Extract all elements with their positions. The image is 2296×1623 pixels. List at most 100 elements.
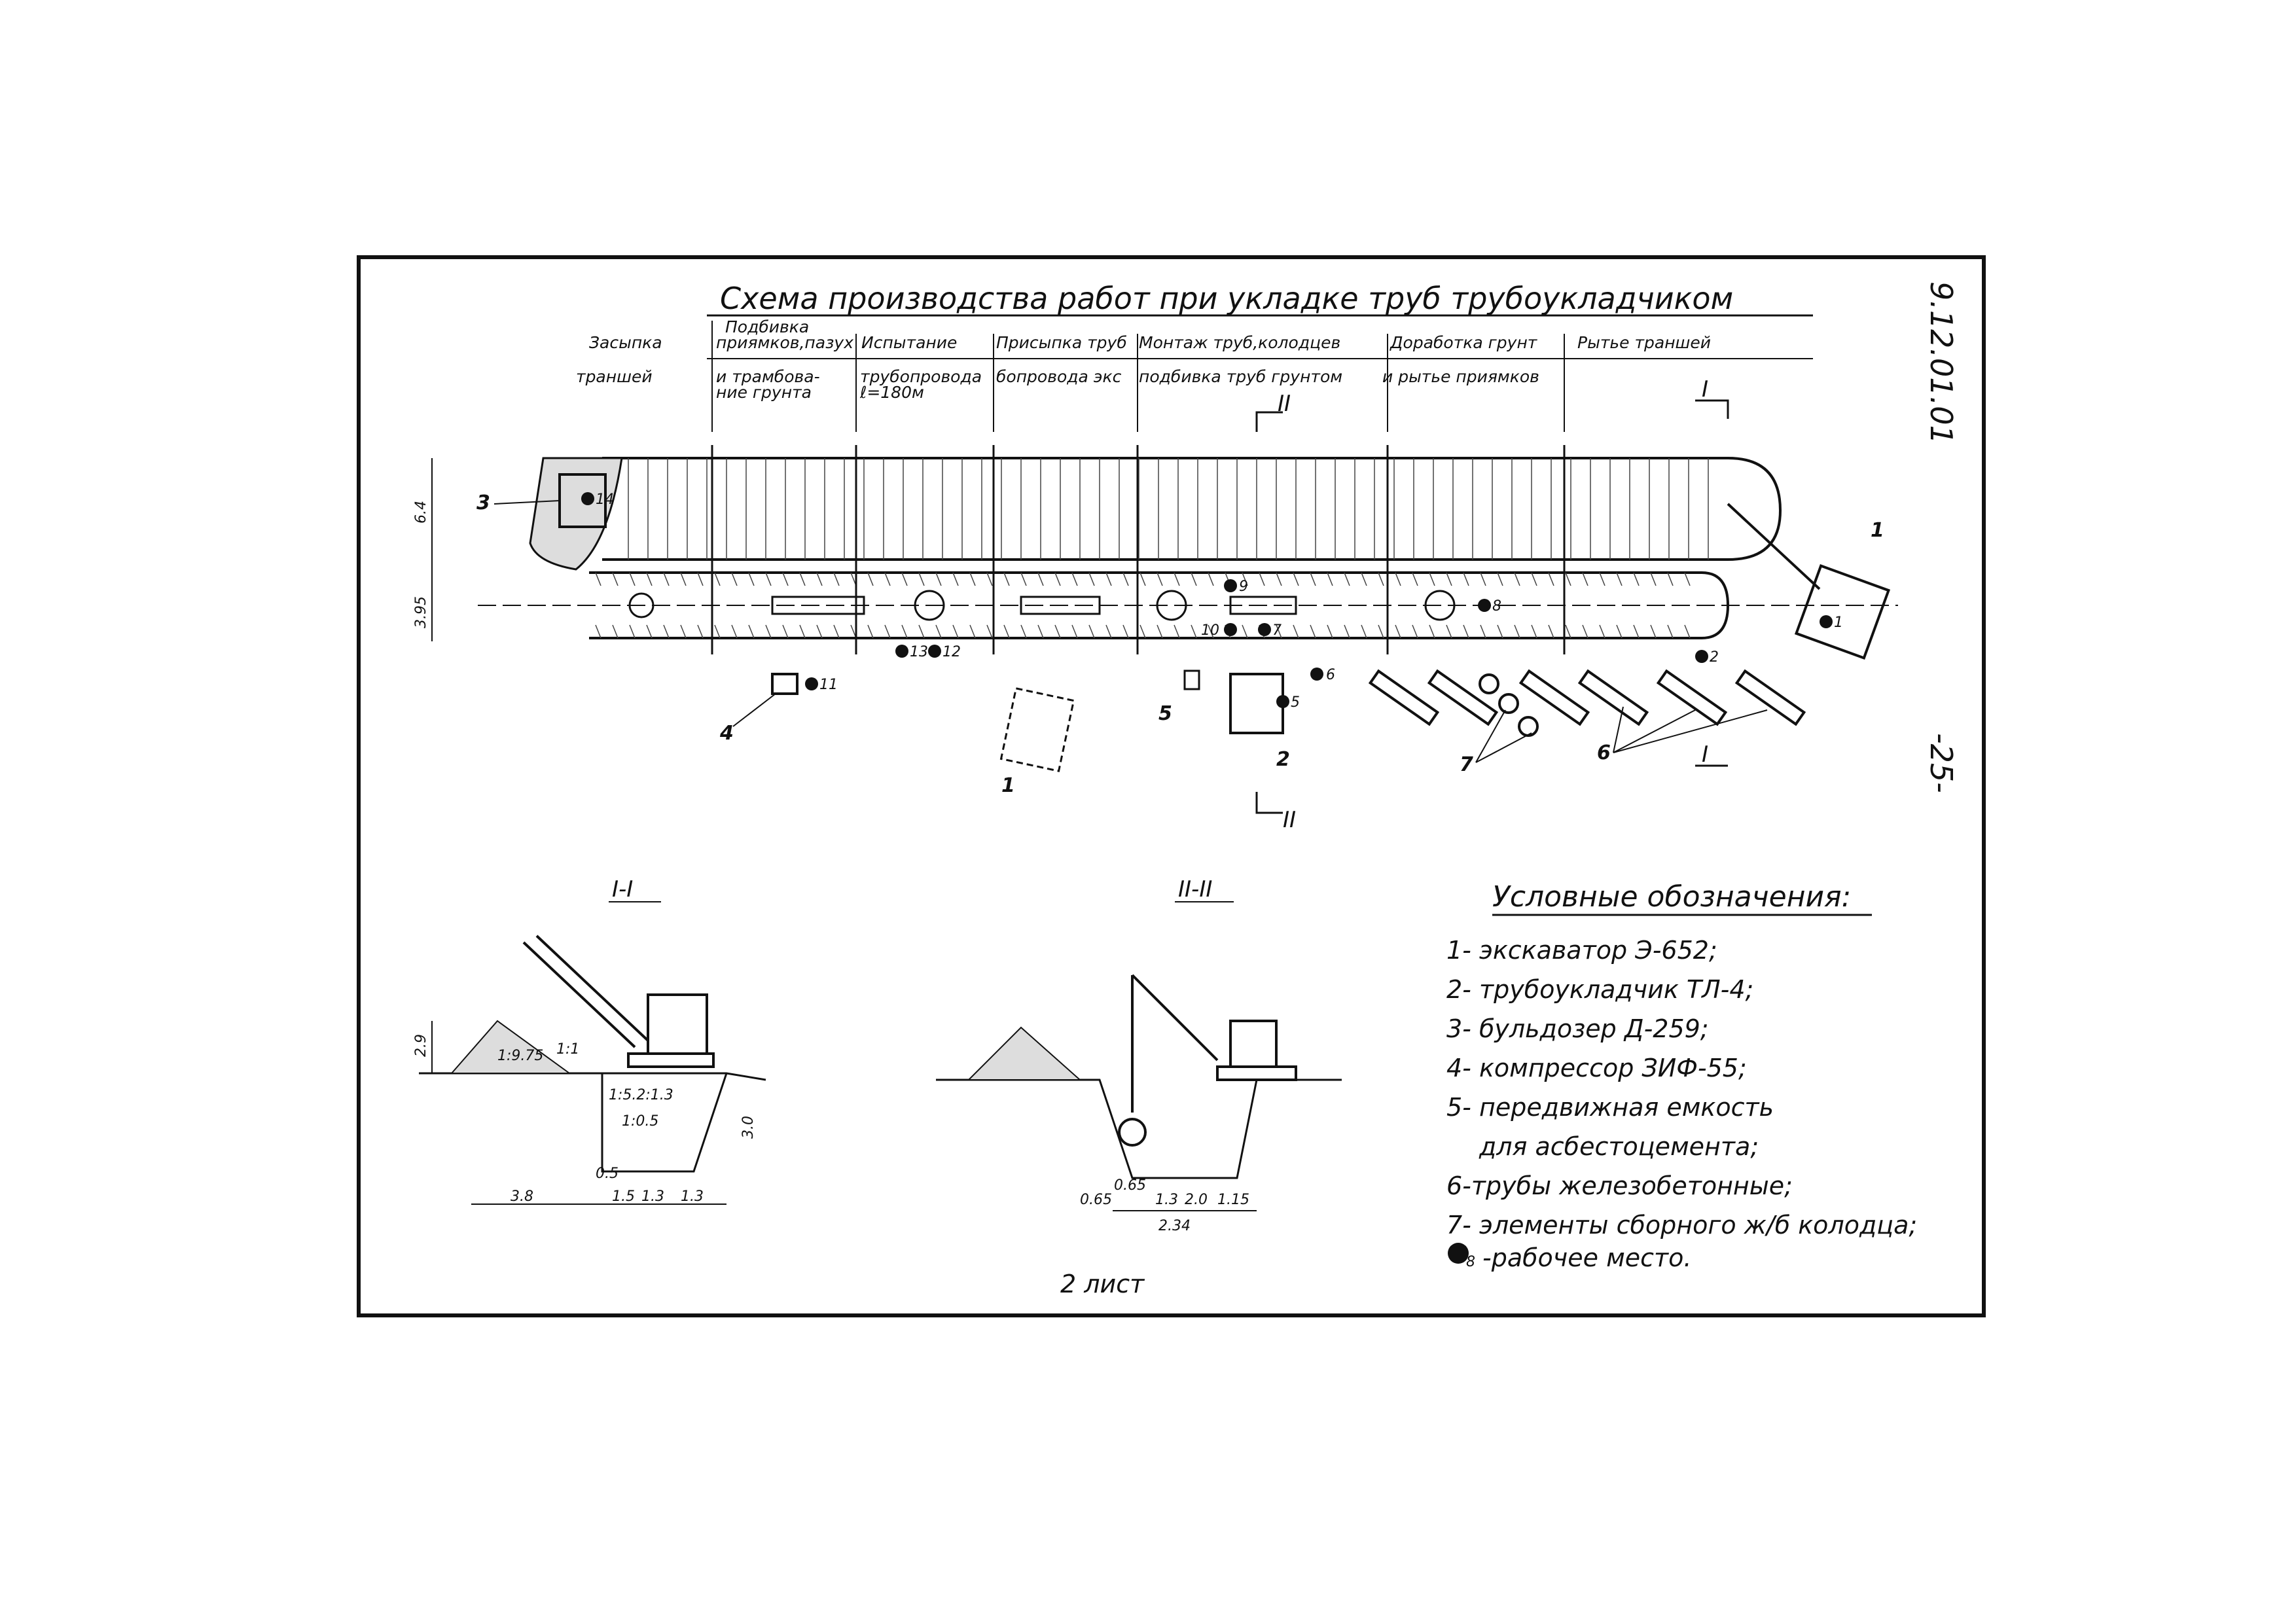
section-mark-II-bottom: II [1283, 807, 1296, 833]
trench-hatch-line [646, 572, 653, 586]
trench-hatch-line [1122, 624, 1129, 639]
stage-4-line1: Монтаж труб,колодцев [1139, 333, 1340, 352]
workplace-icon [805, 677, 818, 690]
legend-item: -рабочее место. [1482, 1243, 1692, 1272]
section-marker-II-bottom [1255, 792, 1283, 814]
stage-3-line2: бопровода экс [996, 367, 1122, 386]
trench-hatch-line [1105, 572, 1112, 586]
trench-hatch-line [663, 572, 670, 586]
trench-hatch-line [1531, 624, 1537, 639]
trench-hatch-line [1667, 572, 1674, 586]
trench-hatch-line [1548, 624, 1554, 639]
trench-hatch-line [680, 572, 687, 586]
section-1-dim: 1.3 [641, 1188, 664, 1205]
trench-hatch-line [1514, 624, 1520, 639]
section-2-2: II-II 0.65 0.65 1.3 2.0 1.15 2.34 [936, 876, 1342, 1234]
plan-view: 6.4 3.95 3 1 4 1 5 2 [413, 376, 1898, 833]
callout-6: 6 [1597, 741, 1611, 764]
trench-hatch-line [833, 624, 840, 639]
trench-hatch-line [1650, 624, 1657, 639]
trench-hatch-line [697, 572, 704, 586]
callout-1-right: 1 [1871, 519, 1884, 542]
legend-item: 7- элементы сборного ж/б колодца; [1446, 1211, 1917, 1240]
trench-hatch-line [697, 624, 704, 639]
trench-hatch-line [1327, 572, 1333, 586]
trench-hatch-line [680, 624, 687, 639]
stage-1-line2: и трамбова- [716, 367, 820, 386]
workplace-icon [1224, 623, 1237, 636]
trench-hatch-line [1259, 572, 1265, 586]
excavator-body [1794, 563, 1891, 660]
section-1-dim: 1:5.2:1.3 [609, 1087, 673, 1103]
workplace-markers: 14 13 12 11 10 9 8 7 6 5 2 1 [581, 491, 1843, 711]
workplace-icon [1310, 668, 1323, 681]
trench-hatching [595, 572, 1691, 639]
legend-title: Условные обозначения: [1492, 880, 1851, 914]
workplace-label: 11 [819, 677, 838, 693]
trench-hatch-line [1429, 572, 1435, 586]
trench-hatch-line [1157, 624, 1163, 639]
trench-hatch-line [1327, 624, 1333, 639]
trench-hatch-line [1378, 624, 1384, 639]
trench-hatch-line [952, 624, 959, 639]
trench-hatch-line [612, 572, 619, 586]
trench-hatch-line [1276, 624, 1282, 639]
trench-hatch-line [1088, 624, 1095, 639]
excavator-cab [647, 993, 708, 1055]
trench-hatch-line [1344, 572, 1350, 586]
callout-4: 4 [719, 722, 734, 745]
trench-hatch-line [1412, 624, 1418, 639]
section-2-dim: 2.34 [1158, 1218, 1191, 1234]
trench-hatch-line [1684, 572, 1691, 586]
workplace-label: 8 [1492, 598, 1501, 615]
section-mark-I-top: I [1702, 376, 1708, 402]
callout-leaders [1475, 706, 1768, 763]
workplace-icon [581, 492, 594, 505]
leader-6 [1613, 709, 1696, 753]
manhole-ring [1479, 673, 1499, 694]
trench-hatch-line [1020, 572, 1027, 586]
trench-hatch-line [1565, 572, 1571, 586]
rc-pipe [1518, 669, 1590, 726]
trench-hatch-line [1599, 624, 1605, 639]
trench-hatch-line [1088, 572, 1095, 586]
section-mark-II-top: II [1278, 391, 1291, 417]
trench-hatch-line [1139, 572, 1146, 586]
trench-hatch-line [629, 624, 636, 639]
section-marker-I-top [1695, 399, 1729, 419]
pipe-layer-tracks [1216, 1065, 1297, 1081]
trench-hatch-line [1310, 624, 1316, 639]
trench-hatch-line [714, 624, 721, 639]
section-2-dim: 2.0 [1185, 1192, 1208, 1208]
trench-hatch-line [1599, 572, 1605, 586]
workplace-icon [1820, 615, 1833, 628]
trench-hatch-line [1446, 624, 1452, 639]
pipe-in-trench [1118, 1118, 1147, 1147]
trench-hatch-line [1480, 624, 1486, 639]
trench-hatch-line [833, 572, 840, 586]
trench-hatch-line [612, 624, 619, 639]
trench-hatch-line [1344, 624, 1350, 639]
trench-hatch-line [1616, 624, 1623, 639]
trench-hatch-line [1684, 624, 1691, 639]
trench-hatch-line [867, 572, 874, 586]
leader-6 [1613, 706, 1624, 753]
section-1-dim: 3.0 [740, 1116, 757, 1139]
trench-hatch-line [799, 572, 806, 586]
trench-hatch-line [1191, 624, 1197, 639]
rc-pipe [1734, 669, 1806, 726]
trench-hatch-line [765, 572, 772, 586]
callout-5: 5 [1158, 702, 1172, 725]
manhole-ring [1518, 716, 1539, 737]
trench-hatch-line [1208, 572, 1214, 586]
bulldozer-spoil [529, 457, 623, 571]
trench-hatch-line [748, 624, 755, 639]
workplace-label: 5 [1291, 694, 1300, 711]
workplace-label: 14 [596, 491, 614, 508]
workplace-icon [1258, 623, 1271, 636]
trench-hatch-line [1276, 572, 1282, 586]
pipes-in-trench [628, 590, 1456, 621]
trench-hatch-line [1616, 572, 1623, 586]
rc-pipe [1368, 669, 1440, 726]
trench-hatch-line [1650, 572, 1657, 586]
